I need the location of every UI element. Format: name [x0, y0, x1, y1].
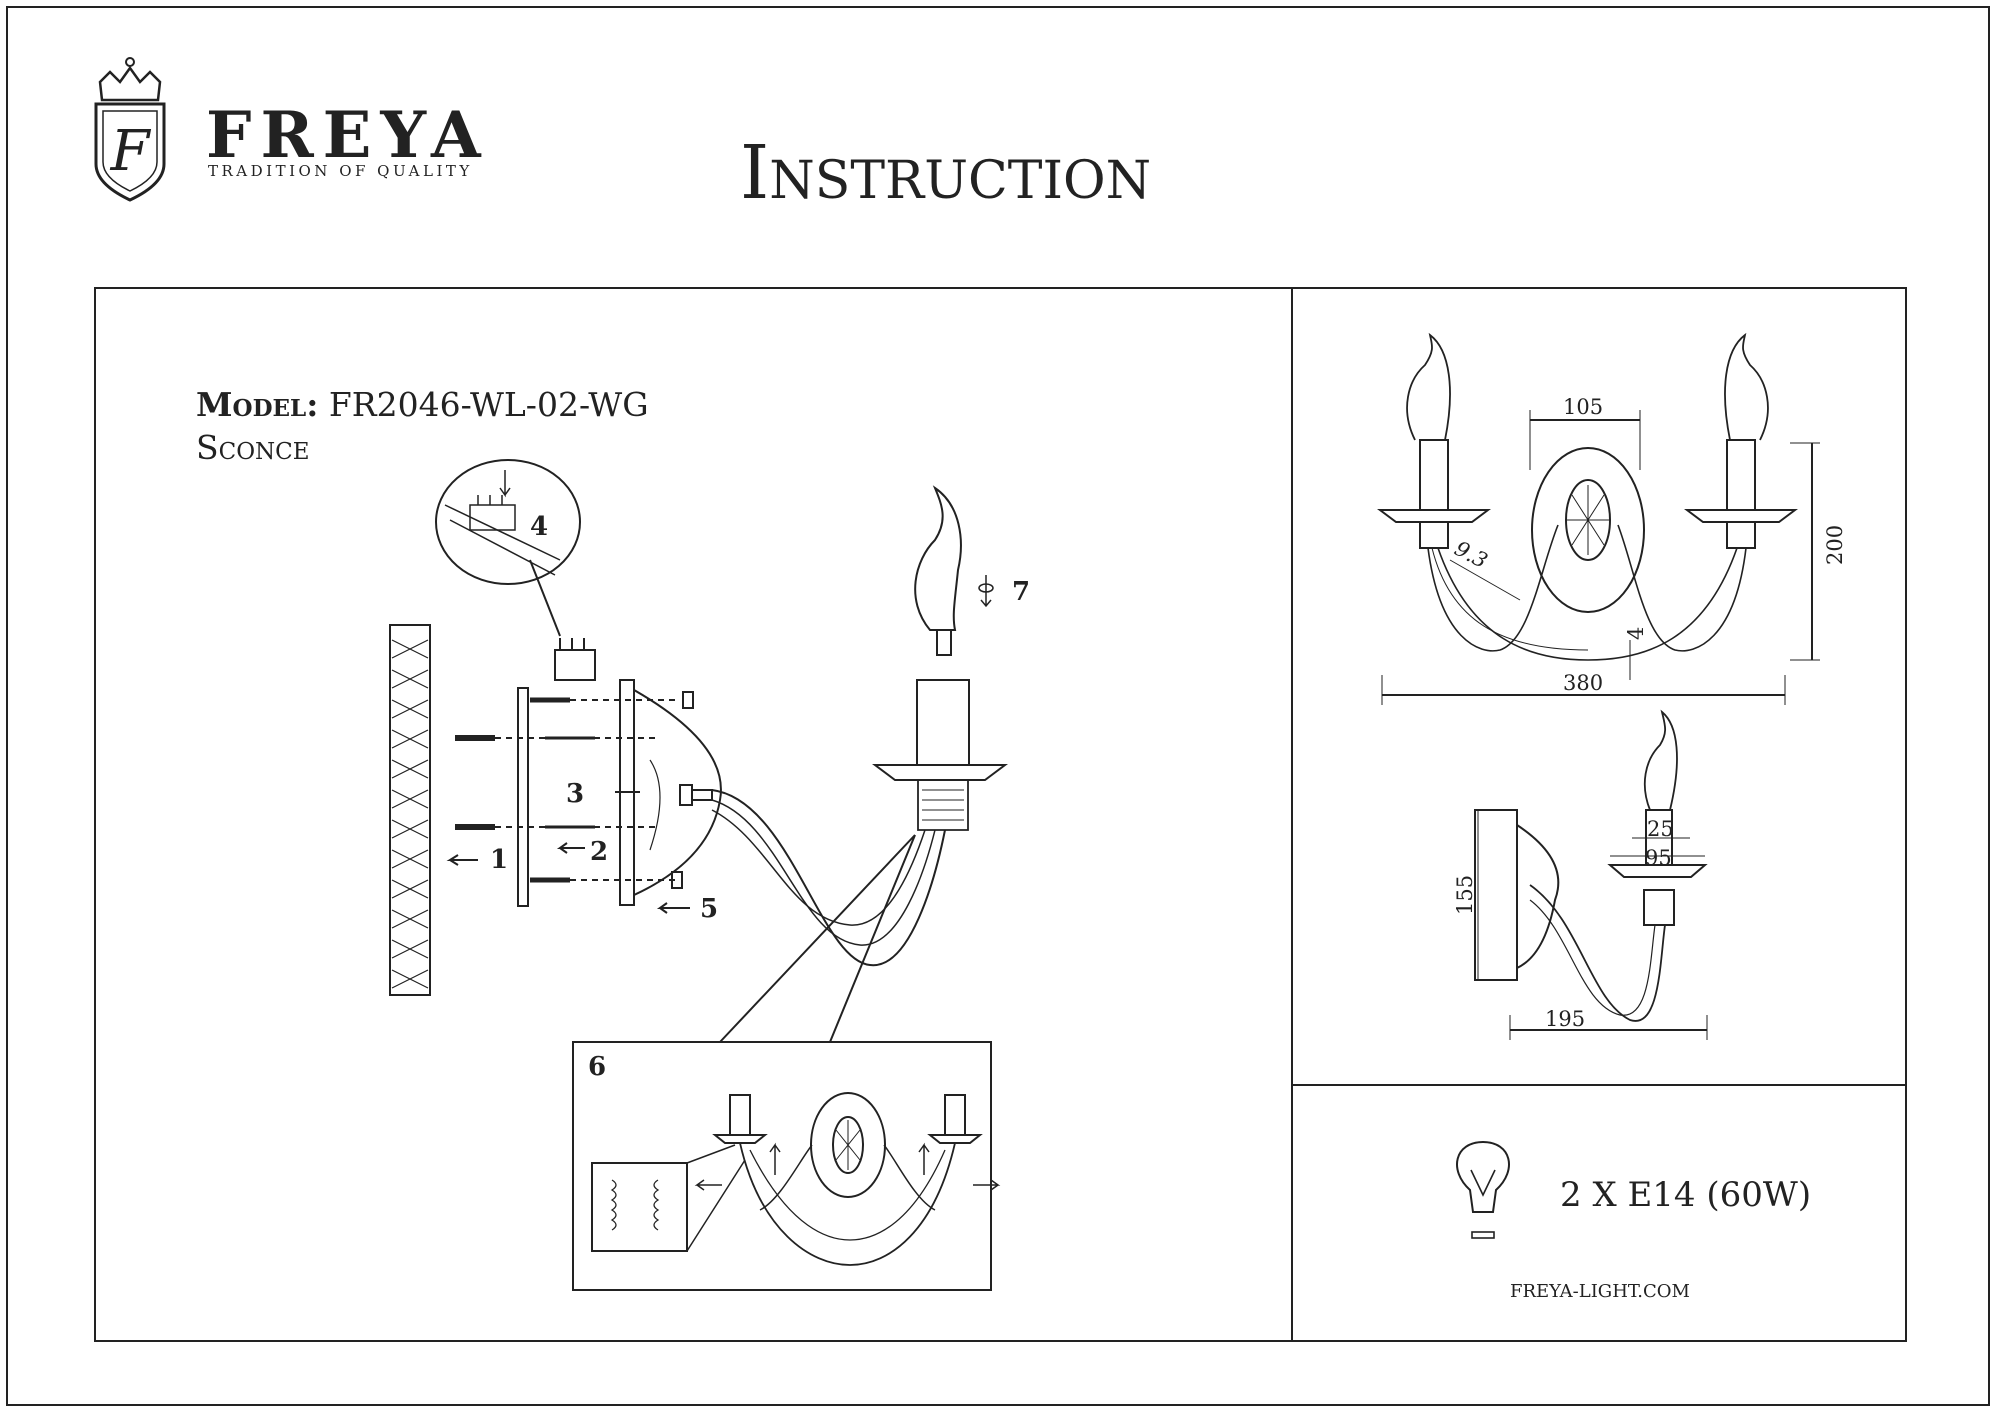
lamp-spec: 2 X E14 (60W)	[1560, 1175, 1812, 1215]
brand-crest-icon: F	[94, 57, 166, 202]
dim-side-height: 155	[1453, 875, 1477, 915]
dim-arm-gap: 4	[1624, 627, 1648, 640]
assembly-diagram	[389, 459, 1008, 1291]
dim-depth: 195	[1545, 1007, 1585, 1031]
step-2-label: 2	[590, 837, 608, 867]
dim-width: 380	[1563, 671, 1603, 695]
page-border	[6, 6, 1990, 1406]
model-code: FR2046-WL-02-WG	[328, 385, 649, 424]
page-title: Instruction	[740, 130, 1152, 216]
front-view-drawing	[1377, 332, 1820, 705]
step-3-label: 3	[566, 779, 584, 809]
dim-candle: 25	[1647, 817, 1674, 841]
brand-name: FREYA	[206, 98, 490, 173]
step-6-label: 6	[588, 1052, 606, 1082]
website-link[interactable]: FREYA-LIGHT.COM	[1510, 1281, 1690, 1302]
main-panel-border	[94, 287, 1907, 1342]
dim-arm-offset: 9.3	[1451, 536, 1492, 573]
side-view-drawing	[1474, 709, 1708, 1040]
step-7-label: 7	[1012, 577, 1030, 607]
crest-letter: F	[110, 119, 152, 184]
step-4-label: 4	[530, 512, 548, 542]
model-label: Model:	[196, 385, 319, 424]
step-1-label: 1	[490, 845, 508, 875]
product-type: Sconce	[196, 428, 310, 467]
dim-height: 200	[1823, 525, 1847, 565]
step-5-label: 5	[700, 894, 718, 924]
model-line: Model: FR2046-WL-02-WG	[196, 385, 649, 424]
dim-plate-width: 105	[1563, 395, 1603, 419]
dim-cup: 95	[1645, 846, 1672, 870]
brand-tagline: TRADITION OF QUALITY	[208, 162, 473, 180]
light-bulb-icon	[1456, 1140, 1510, 1239]
